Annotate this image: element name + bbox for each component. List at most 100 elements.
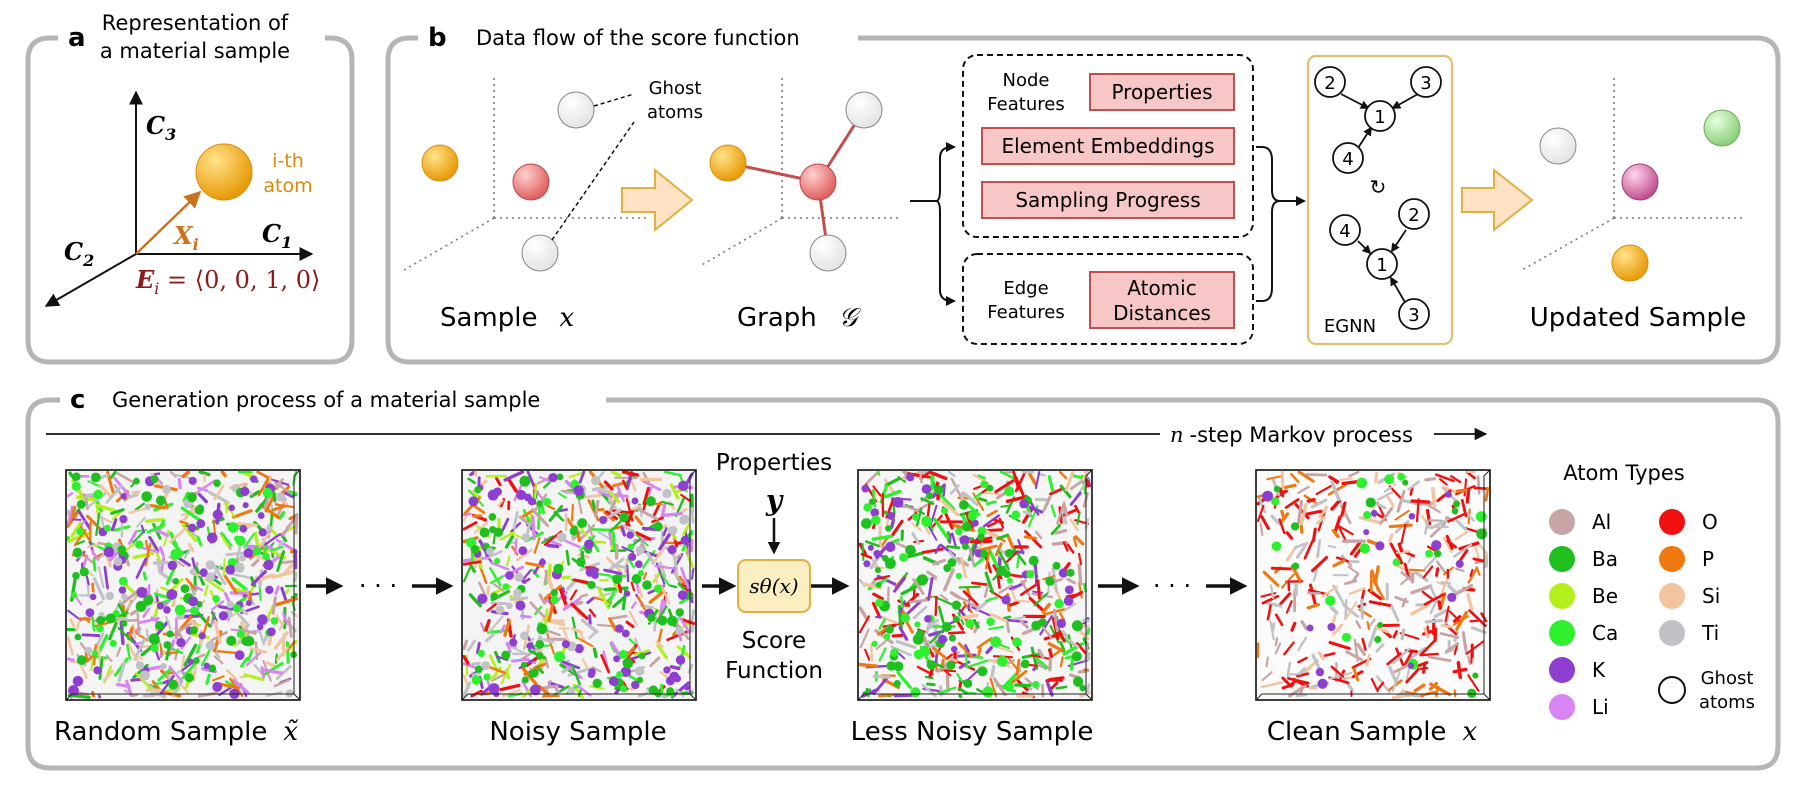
egnn-node-label: 1 [1374, 107, 1385, 128]
bond-segment [1461, 631, 1468, 655]
bond-segment [1428, 681, 1439, 691]
bond-segment [642, 486, 651, 506]
bond-segment [1467, 655, 1472, 666]
bond-segment [181, 661, 197, 680]
bond-segment [678, 575, 686, 586]
bond-segment [1344, 601, 1358, 620]
bond-segment [109, 470, 117, 480]
bond-segment [78, 523, 91, 542]
legend-label-ti: Ti [1701, 621, 1719, 645]
atom-dot [89, 593, 97, 601]
bond-segment [262, 661, 284, 677]
atom-dot [592, 678, 602, 688]
bond-segment [597, 530, 611, 540]
atom-dot [68, 685, 79, 696]
bond-segment [486, 585, 491, 596]
bond-segment [1047, 475, 1055, 493]
bond-segment [1297, 470, 1315, 483]
bond-segment [581, 658, 588, 668]
bond-segment [1447, 512, 1466, 523]
atom-dot [143, 594, 154, 606]
atom-dot [72, 571, 80, 580]
atom-dot [536, 652, 544, 660]
bond-segment [288, 490, 298, 495]
bond-segment [1315, 485, 1332, 496]
bond-segment [939, 594, 949, 601]
bond-segment [1431, 486, 1437, 508]
bond-segment [660, 500, 674, 506]
bond-segment [1311, 527, 1317, 543]
legend-swatch-be [1549, 583, 1575, 609]
bond-segment [658, 531, 673, 551]
atom-dot [642, 580, 652, 590]
bond-segment [621, 545, 635, 554]
bond-segment [213, 619, 222, 644]
bond-segment [1007, 657, 1018, 670]
bond-segment [507, 478, 518, 493]
atom-dot [921, 484, 932, 494]
bond-segment [965, 691, 977, 695]
bond-segment [628, 638, 638, 647]
bond-segment [258, 586, 262, 601]
bond-segment [565, 549, 571, 566]
bond-segment [183, 549, 191, 559]
element-embeddings-box [981, 127, 1235, 165]
bond-segment [872, 592, 884, 601]
bond-segment [1316, 539, 1322, 559]
bond-segment [883, 478, 897, 496]
atom-dot [96, 615, 105, 625]
bond-segment [1266, 604, 1272, 621]
bond-segment [1069, 518, 1079, 531]
bond-segment [541, 535, 555, 544]
atom-dot [937, 634, 947, 644]
atom-dot [569, 527, 579, 536]
bond-segment [919, 473, 923, 484]
bond-segment [858, 606, 870, 622]
atom-dot [205, 572, 215, 582]
bond-segment [110, 518, 118, 532]
bond-segment [565, 580, 577, 591]
bond-segment [977, 497, 988, 503]
bond-segment [1400, 571, 1415, 583]
bond-segment [659, 503, 667, 521]
atom-dot [509, 638, 518, 647]
bond-segment [962, 590, 979, 606]
atom-dot [212, 595, 220, 603]
panel-c-letter: c [70, 385, 85, 415]
ghost-leader-bottom [551, 121, 635, 241]
bond-segment [1463, 478, 1468, 497]
bond-segment [84, 651, 89, 662]
bond-segment [1008, 600, 1020, 607]
bond-segment [542, 638, 555, 644]
bond-segment [520, 569, 532, 582]
bond-segment [525, 561, 545, 568]
bond-segment [690, 622, 695, 633]
bond-segment [177, 477, 182, 490]
bond-segment [1374, 471, 1379, 484]
atom-dot [162, 485, 171, 494]
atom-dot [515, 600, 526, 611]
bond-segment [1458, 548, 1469, 563]
atom-dot [591, 567, 599, 575]
bond-segment [194, 584, 204, 592]
atom-dot [1072, 676, 1084, 687]
bond-segment [1470, 626, 1487, 634]
egnn-node-label: 2 [1324, 73, 1335, 94]
bond-segment [1473, 544, 1480, 559]
bond-segment [1335, 556, 1349, 563]
bond-segment [1286, 661, 1292, 678]
atom-dot [667, 615, 678, 627]
atom-dot [619, 512, 629, 523]
bond-segment [628, 610, 638, 627]
bond-segment [608, 489, 622, 513]
atom-dot [167, 560, 178, 571]
bond-segment [462, 674, 469, 687]
bond-segment [287, 616, 293, 638]
sample-ghost-atom-top [557, 91, 595, 129]
bond-segment [1028, 472, 1038, 486]
bond-segment [1019, 619, 1029, 629]
bond-segment [1484, 558, 1489, 569]
bond-segment [571, 503, 574, 522]
atom-dot [120, 492, 127, 500]
bond-segment [878, 618, 886, 630]
